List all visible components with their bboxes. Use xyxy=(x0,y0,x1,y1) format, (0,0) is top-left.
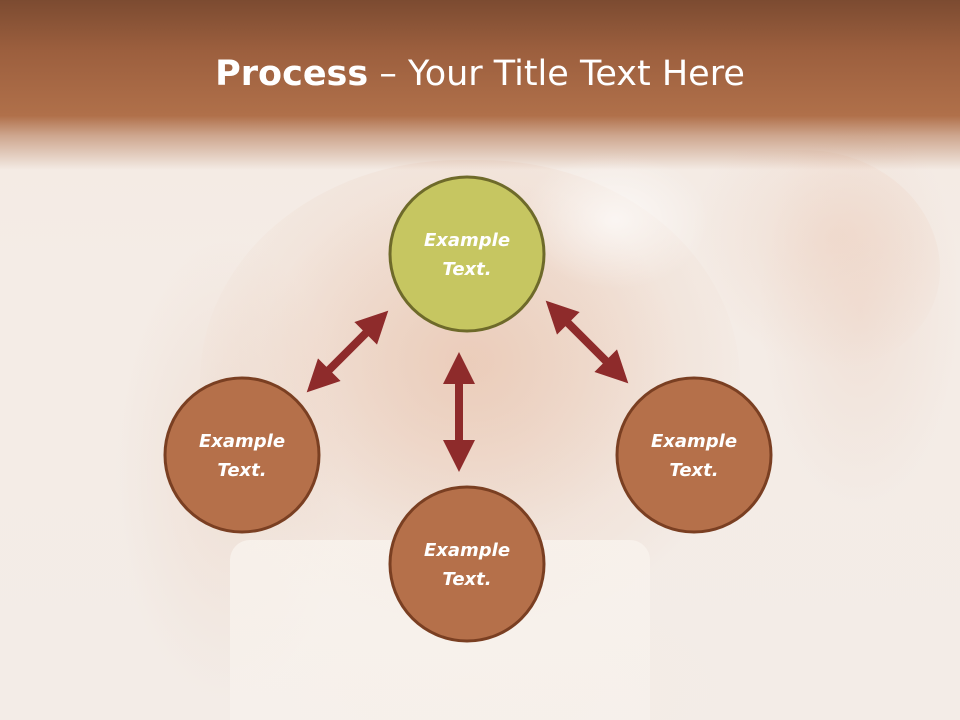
arrow-top-right xyxy=(545,300,629,384)
node-left-line2: Text. xyxy=(217,460,267,481)
node-top-label: Example Text. xyxy=(392,226,542,284)
node-left-line1: Example xyxy=(198,431,286,452)
slide-title: Process – Your Title Text Here xyxy=(0,50,960,98)
node-top-line1: Example xyxy=(423,230,511,251)
title-bold: Process xyxy=(215,54,369,94)
node-bottom-circle xyxy=(388,485,546,643)
node-left-label: Example Text. xyxy=(167,427,317,485)
node-top-line2: Text. xyxy=(442,259,492,280)
node-bottom-label: Example Text. xyxy=(392,536,542,594)
node-right-line2: Text. xyxy=(669,460,719,481)
node-bottom-line2: Text. xyxy=(442,569,492,590)
node-right-line1: Example xyxy=(650,431,738,452)
node-right-circle xyxy=(615,376,773,534)
title-rest: – Your Title Text Here xyxy=(368,54,745,94)
node-top-circle xyxy=(388,175,546,333)
background-arm xyxy=(690,150,940,370)
arrow-top-left xyxy=(306,310,389,393)
node-left-circle xyxy=(163,376,321,534)
header-band xyxy=(0,0,960,170)
node-right-label: Example Text. xyxy=(619,427,769,485)
background-flower xyxy=(520,150,710,290)
node-bottom-line1: Example xyxy=(423,540,511,561)
